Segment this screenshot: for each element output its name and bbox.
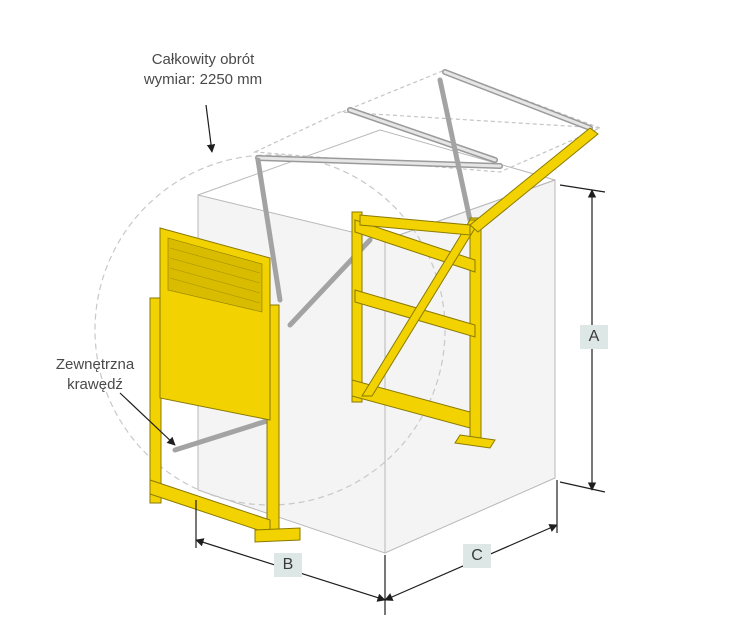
callout-arrows bbox=[119, 104, 216, 446]
ghost-top-frame bbox=[252, 69, 601, 173]
rotation-callout-line2: wymiar: 2250 mm bbox=[143, 71, 263, 88]
dimension-c-label: C bbox=[463, 544, 491, 568]
dimension-b-label: B bbox=[274, 553, 302, 577]
back-gate-frame bbox=[351, 211, 496, 449]
yellow-swing-arms bbox=[359, 127, 599, 236]
top-rail bbox=[255, 69, 593, 169]
dimension-a-label: A bbox=[580, 325, 608, 349]
edge-callout: Zewnętrzna krawędź bbox=[30, 355, 160, 395]
edge-callout-line2: krawędź bbox=[67, 376, 123, 393]
rotation-callout: Całkowity obrót wymiar: 2250 mm bbox=[118, 50, 288, 90]
edge-callout-line1: Zewnętrzna bbox=[55, 356, 135, 373]
mesh-panel bbox=[159, 227, 271, 421]
top-rail-highlight bbox=[256, 70, 592, 168]
rotation-callout-line1: Całkowity obrót bbox=[151, 51, 255, 68]
